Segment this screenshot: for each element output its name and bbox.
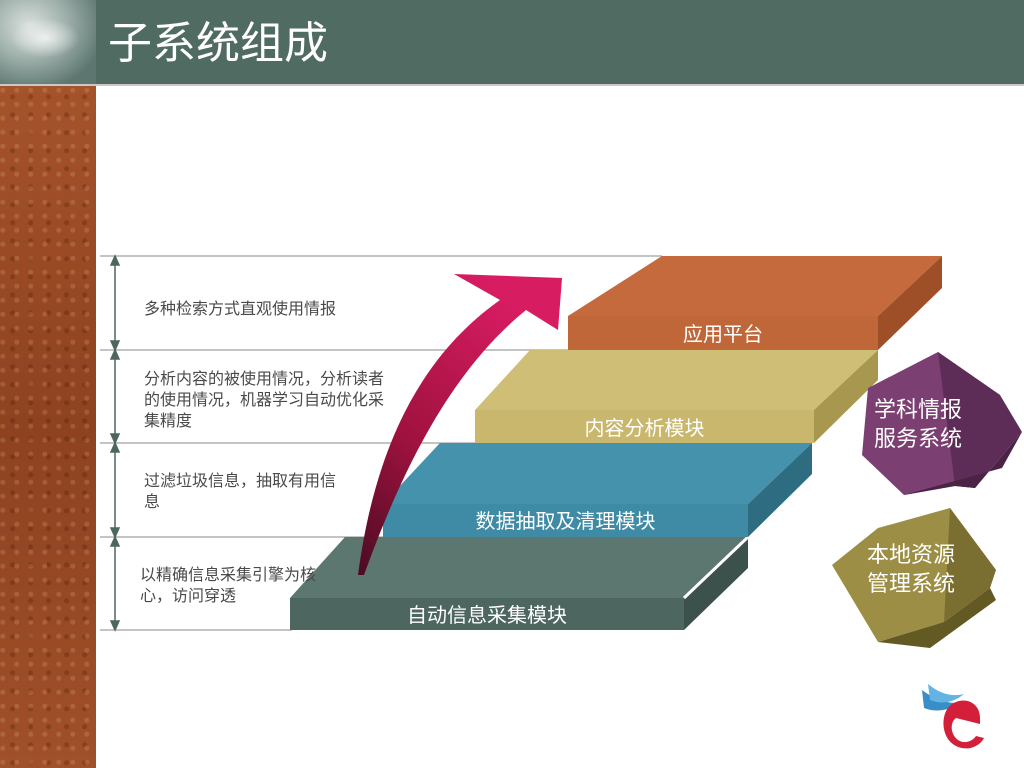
cube-local-resource-line2: 管理系统 [866,572,955,597]
growth-arrow-icon [358,274,562,575]
cube-subject-intelligence-label: 学科情报 服务系统 [862,396,974,454]
step-application-platform-top [568,256,942,316]
span-arrow-2 [109,348,121,445]
cube-subject-intelligence-right [938,352,1022,488]
title-underline [0,84,1024,86]
step-content-analysis-top [475,350,878,410]
step-application-platform-side [878,256,942,350]
cube-local-resource-bottom [878,588,996,648]
level-1-description: 多种检索方式直观使用情报 [144,299,337,318]
step-auto-collection-side [684,537,748,630]
step-auto-collection [290,535,750,630]
cube-subject-intelligence-line1: 学科情报 [873,398,962,423]
left-decorative-strip [0,86,96,768]
cube-local-resource-line1: 本地资源 [866,543,955,568]
span-arrow-4 [109,535,121,632]
cube-local-resource-right [944,508,996,622]
span-arrow-1 [109,254,121,352]
step-content-analysis-side [814,350,878,443]
block-data-extraction-label: 数据抽取及清理模块 [475,509,656,533]
cube-subject-intelligence-line2: 服务系统 [873,427,962,452]
cube-subject-intelligence-bottom [904,432,1022,495]
step-auto-collection-top [290,537,748,598]
cube-subject-intelligence [862,352,1022,495]
level-4-description: 以精确信息采集引擎为核心，访问穿透 [140,565,317,605]
title-bar [0,0,1024,84]
step-data-extraction-top [383,443,812,504]
step-data-extraction-front [383,504,748,537]
step-application-platform-front [568,316,878,350]
block-application-platform-label: 应用平台 [683,322,763,346]
step-auto-collection-front [290,598,684,630]
cube-local-resource [832,508,996,648]
step-content-analysis-front [475,410,814,443]
block-auto-collection-label: 自动信息采集模块 [407,603,567,627]
span-arrow-3 [109,441,121,539]
step-content-analysis [475,350,878,443]
step-data-extraction-side [748,443,812,537]
level-3-description: 过滤垃圾信息，抽取有用信息 [144,471,337,511]
slide-title: 子系统组成 [108,18,328,69]
cube-local-resource-label: 本地资源 管理系统 [855,541,967,599]
logo-icon [922,684,984,749]
step-data-extraction [383,443,812,537]
step-application-platform [568,256,942,350]
corner-photo [0,0,96,84]
block-content-analysis-label: 内容分析模块 [584,416,705,440]
span-arrows [109,254,121,632]
level-2-description: 分析内容的被使用情况，分析读者的使用情况，机器学习自动优化采集精度 [144,369,385,430]
